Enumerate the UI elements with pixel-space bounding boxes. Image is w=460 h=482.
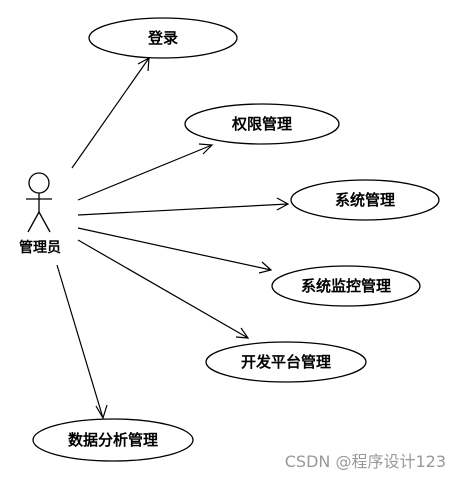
association-analysis <box>56 264 108 420</box>
association-platform <box>77 239 250 339</box>
association-system <box>77 197 290 216</box>
arrowhead-icon <box>235 327 250 339</box>
use-case-label: 系统管理 <box>335 191 395 209</box>
use-case-label: 权限管理 <box>231 115 292 133</box>
use-case-label: 系统监控管理 <box>301 277 391 295</box>
actor-head <box>28 172 50 194</box>
use-case-label: 数据分析管理 <box>68 431 158 449</box>
actor-stick-figure-icon <box>26 172 52 233</box>
use-case-label: 开发平台管理 <box>241 353 331 371</box>
use-case-ellipse <box>88 17 238 59</box>
actor-name: 管理员 <box>19 239 61 256</box>
use-case-label: 登录 <box>147 29 178 47</box>
actor-right-leg <box>38 211 51 233</box>
actor-left-leg <box>27 211 40 233</box>
association-permission <box>77 143 214 201</box>
watermark: CSDN @程序设计123 <box>284 452 446 471</box>
use-case-analysis[interactable]: 数据分析管理 <box>32 418 194 462</box>
use-case-login[interactable]: 登录 <box>88 17 238 59</box>
use-case-ellipse <box>271 265 421 307</box>
use-case-ellipse <box>32 418 194 462</box>
use-case-permission[interactable]: 权限管理 <box>184 103 340 145</box>
use-case-system[interactable]: 系统管理 <box>290 179 440 221</box>
use-case-monitor[interactable]: 系统监控管理 <box>271 265 421 307</box>
association-login <box>71 56 150 169</box>
arrowhead-icon <box>258 261 273 274</box>
use-case-ellipse <box>205 341 367 383</box>
use-case-ellipse <box>184 103 340 145</box>
arrowhead-icon <box>276 197 290 211</box>
association-monitor <box>77 227 273 274</box>
arrowhead-icon <box>198 143 214 155</box>
use-case-platform[interactable]: 开发平台管理 <box>205 341 367 383</box>
use-case-ellipse <box>290 179 440 221</box>
arrowhead-icon <box>95 404 108 420</box>
